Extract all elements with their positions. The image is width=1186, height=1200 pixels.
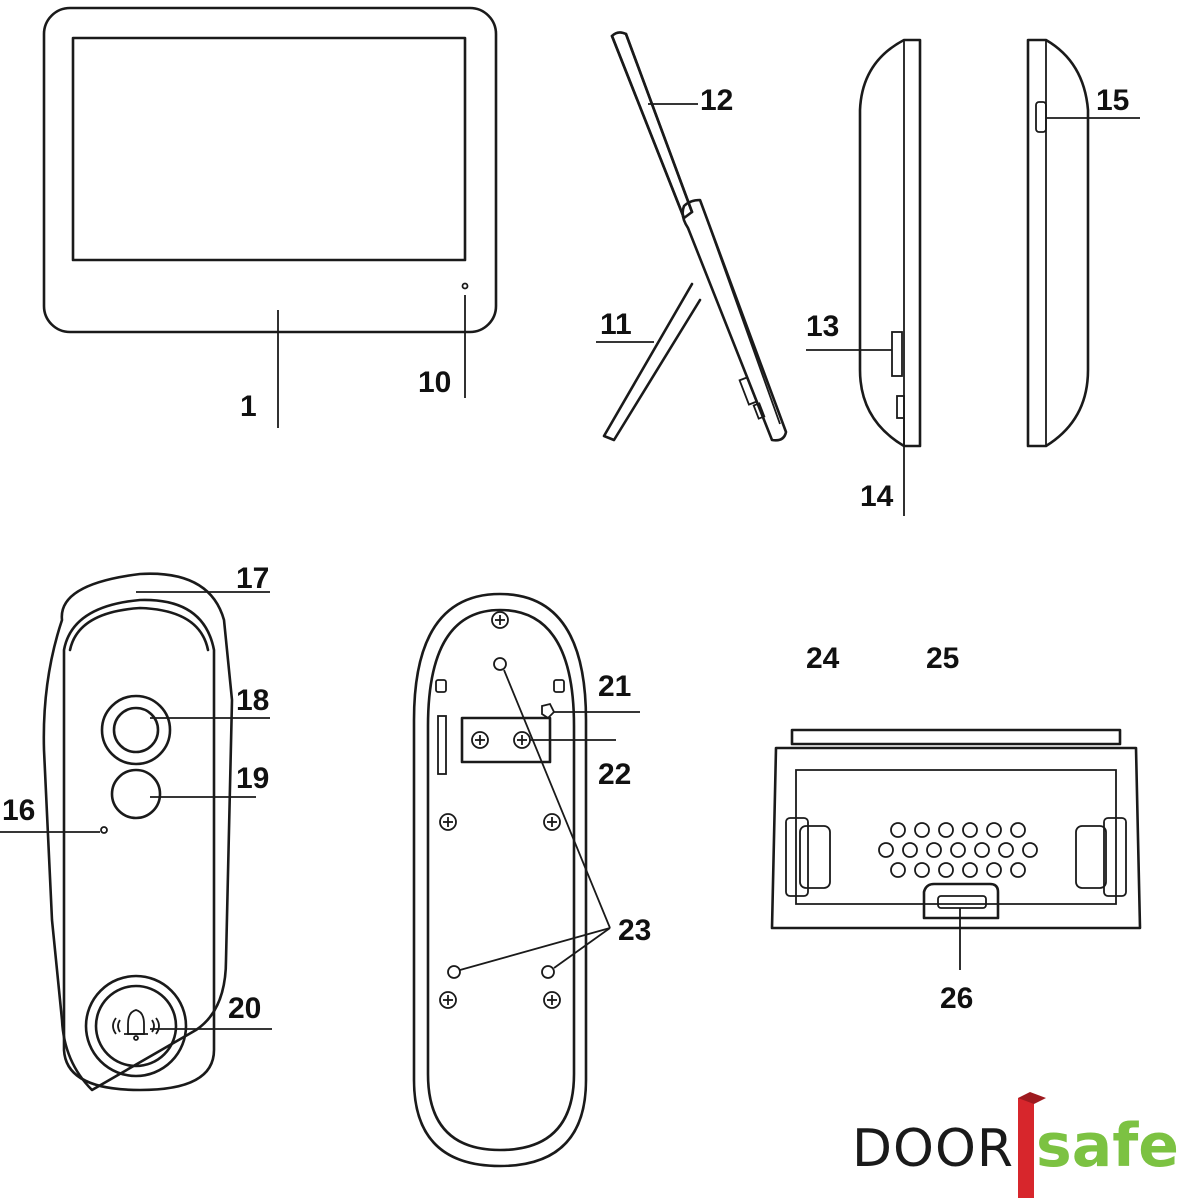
screw-icon	[471, 731, 489, 749]
callout-11: 11	[600, 308, 632, 341]
callout-22: 22	[598, 758, 631, 791]
callout-1: 1	[240, 390, 257, 423]
callout-20: 20	[228, 992, 261, 1025]
chime-base-view	[770, 728, 1142, 970]
logo-door-text: DOOR	[852, 1119, 1014, 1179]
monitor-right-side-view	[1026, 38, 1140, 448]
callout-12: 12	[700, 84, 733, 117]
screw-icon	[491, 611, 509, 629]
screw-icon	[513, 731, 531, 749]
doorbell-back-view	[412, 592, 640, 1168]
monitor-side-view-stand	[596, 31, 788, 442]
screw-icon	[439, 991, 457, 1009]
logo-red-bar	[1018, 1098, 1034, 1198]
left-clip-icon	[785, 817, 831, 897]
callout-18: 18	[236, 684, 269, 717]
callout-10: 10	[418, 366, 451, 399]
screw-icon	[543, 813, 561, 831]
callout-24: 24	[806, 642, 840, 675]
usb-port-icon	[922, 882, 1000, 920]
callout-13: 13	[806, 310, 839, 343]
callout-15: 15	[1096, 84, 1129, 117]
monitor-front-view	[42, 6, 498, 428]
screw-icon	[543, 991, 561, 1009]
bell-icon	[112, 1009, 160, 1041]
screw-icon	[439, 813, 457, 831]
doorsafe-logo: DOOR safe	[852, 1092, 1179, 1198]
speaker-grille-icon	[878, 822, 1038, 878]
doorbell-front-view	[0, 572, 272, 1092]
microphone-hole-icon	[100, 826, 108, 834]
callout-26: 26	[940, 982, 973, 1015]
callout-21: 21	[598, 670, 631, 703]
callout-23: 23	[618, 914, 651, 947]
callout-19: 19	[236, 762, 269, 795]
callout-16: 16	[2, 794, 35, 827]
microphone-hole-icon	[461, 282, 469, 290]
tamper-switch-icon	[541, 702, 556, 720]
monitor-left-side-view	[806, 38, 922, 516]
right-clip-icon	[1075, 817, 1127, 897]
callout-14: 14	[860, 480, 894, 513]
logo-safe-text: safe	[1036, 1111, 1179, 1181]
callout-25: 25	[926, 642, 959, 675]
callout-17: 17	[236, 562, 269, 595]
